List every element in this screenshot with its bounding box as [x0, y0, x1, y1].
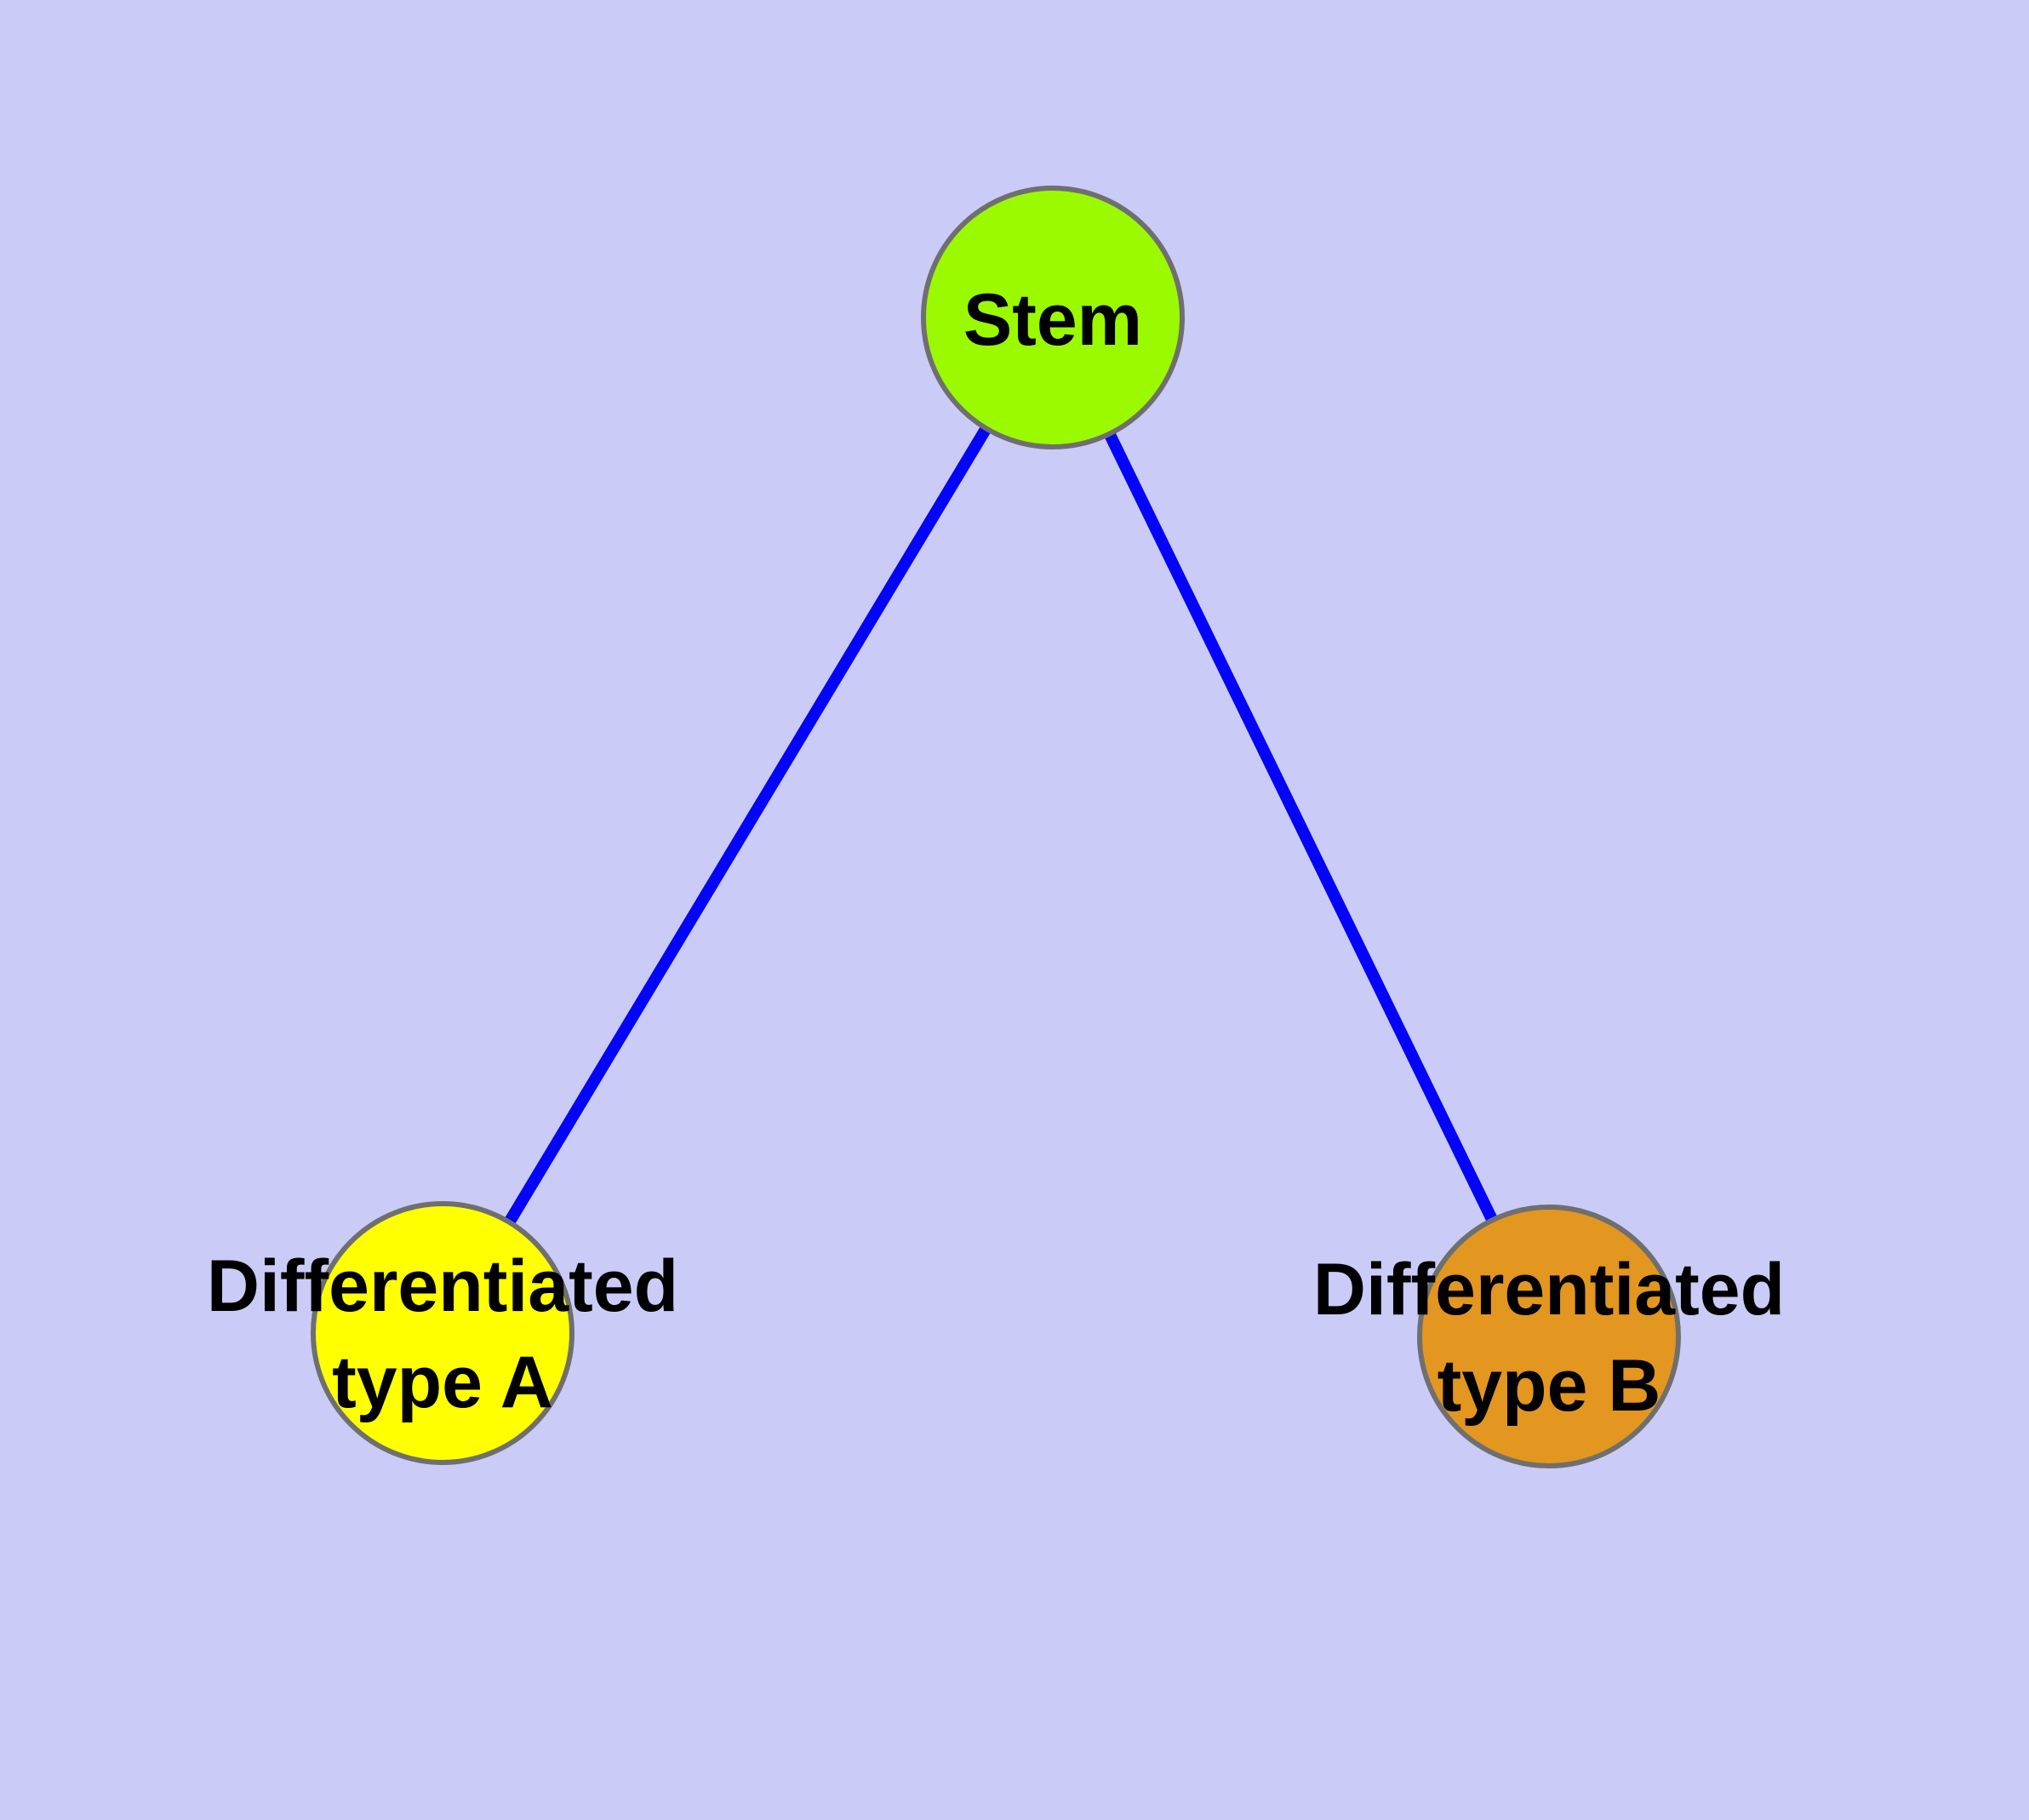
node-type-b-circle: [1417, 1205, 1681, 1468]
node-stem-circle: [921, 186, 1185, 449]
node-stem-label: Stem: [963, 279, 1142, 361]
node-type-a-label-line1: Differentiated: [207, 1245, 678, 1327]
edge-stem-to-type-a: [437, 314, 1058, 1336]
edge-stem-to-type-b: [1047, 314, 1555, 1340]
node-type-b-label-line1: Differentiated: [1313, 1249, 1785, 1331]
node-type-b-label-line2: type B: [1437, 1345, 1661, 1427]
node-type-a-label-line2: type A: [332, 1342, 553, 1423]
node-type-a-circle: [311, 1201, 574, 1465]
